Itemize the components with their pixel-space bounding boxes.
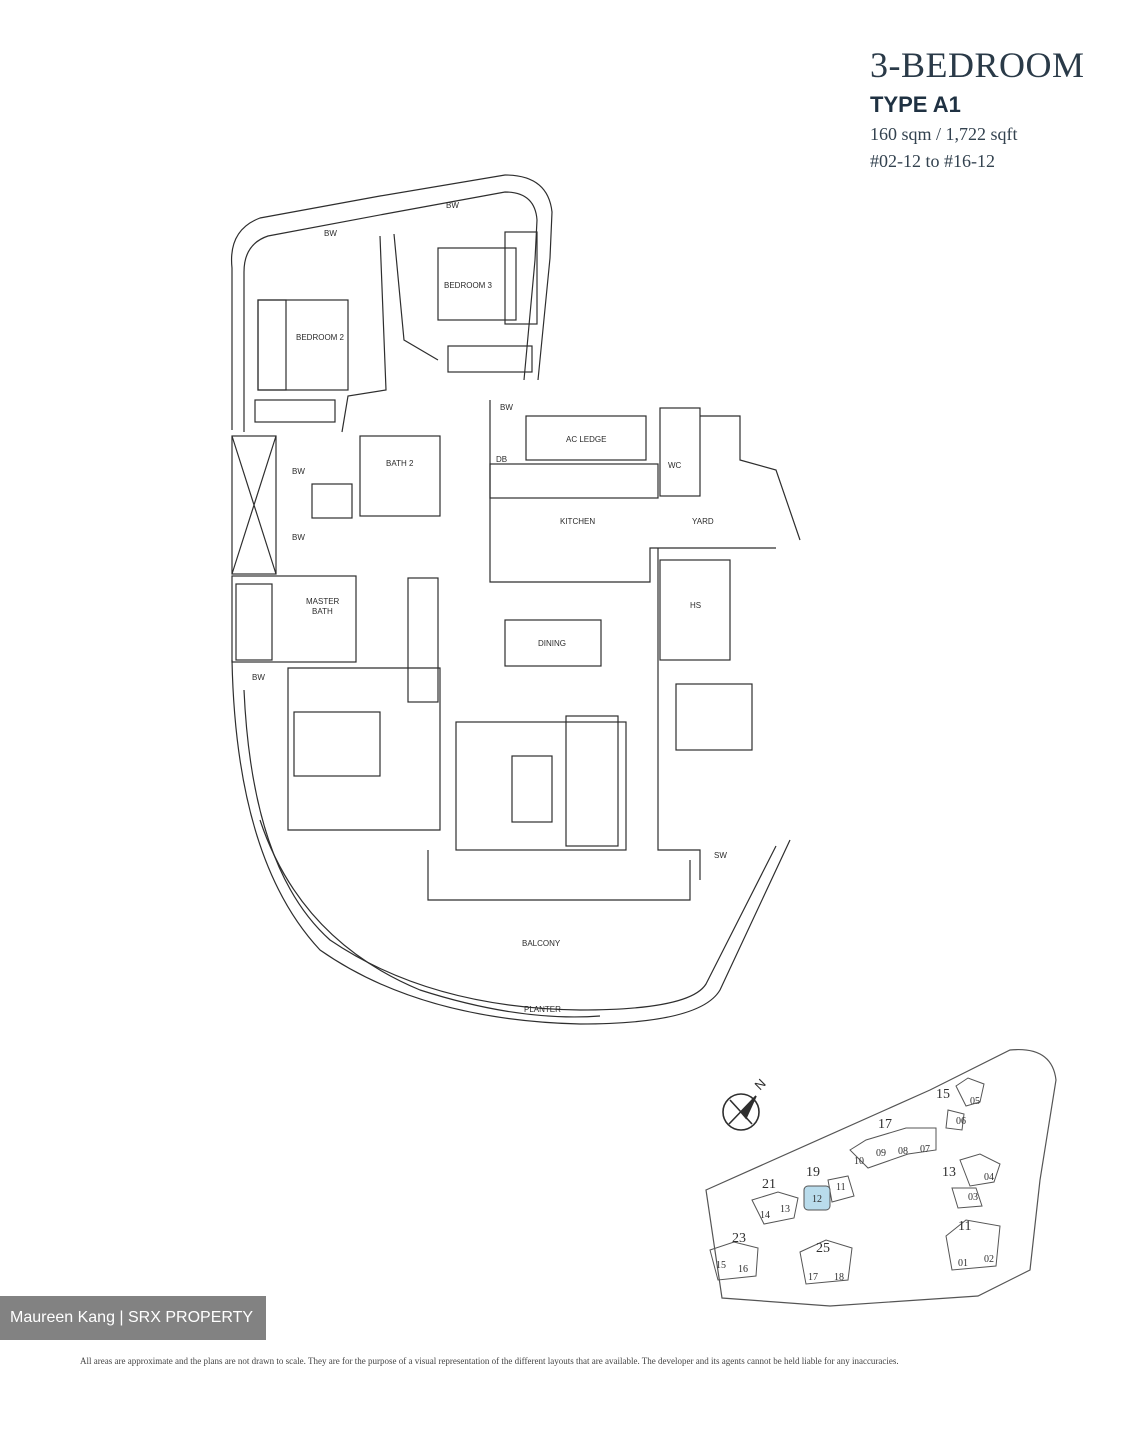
unit-03-label: 03: [968, 1192, 978, 1203]
block-23-label: 23: [732, 1231, 746, 1246]
unit-02-label: 02: [984, 1254, 994, 1265]
block-11-label: 11: [958, 1219, 971, 1234]
disclaimer-text: All areas are approximate and the plans …: [80, 1356, 899, 1366]
unit-category-title: 3-BEDROOM: [870, 45, 1085, 85]
unit-15-label: 15: [716, 1260, 726, 1271]
planter-label: PLANTER: [524, 1005, 561, 1014]
unit-11-label: 11: [836, 1182, 846, 1193]
watermark-banner: Maureen Kang | SRX PROPERTY: [0, 1296, 266, 1340]
bay-window-label-2: BW: [446, 201, 459, 210]
unit-08-label: 08: [898, 1146, 908, 1157]
master-bath-label-line2: BATH: [312, 607, 333, 616]
yard-label: YARD: [692, 517, 714, 526]
block-13-label: 13: [942, 1165, 956, 1180]
site-plan-labels: 15 17 13 19 21 23 25 11 05 06 07 08 09 1…: [716, 1087, 994, 1283]
unit-17-label: 17: [808, 1272, 818, 1283]
block-17-label: 17: [878, 1117, 892, 1132]
kitchen-label: KITCHEN: [560, 517, 595, 526]
master-bath-label-line1: MASTER: [306, 597, 340, 606]
bath-2-label: BATH 2: [386, 459, 414, 468]
bay-window-label-5: BW: [252, 673, 265, 682]
unit-13-label: 13: [780, 1204, 790, 1215]
unit-16-label: 16: [738, 1264, 748, 1275]
block-15-label: 15: [936, 1087, 950, 1102]
room-labels: BEDROOM 2 BEDROOM 3 BATH 2 MASTER BATH K…: [252, 201, 727, 1014]
unit-01-label: 01: [958, 1258, 968, 1269]
north-arrow-icon: [722, 1093, 760, 1131]
wc-label: WC: [668, 461, 682, 470]
unit-10-label: 10: [854, 1156, 864, 1167]
dining-label: DINING: [538, 639, 566, 648]
floor-plan-walls: [230, 174, 801, 1025]
unit-06-label: 06: [956, 1116, 966, 1127]
block-19-label: 19: [806, 1165, 820, 1180]
bay-window-label-6: BW: [500, 403, 513, 412]
balcony-label: BALCONY: [522, 939, 561, 948]
north-label: N: [752, 1076, 769, 1093]
block-25-label: 25: [816, 1241, 830, 1256]
hs-label: HS: [690, 601, 701, 610]
unit-04-label: 04: [984, 1172, 994, 1183]
highlighted-unit-12: [803, 1185, 831, 1211]
unit-type-label: TYPE A1: [870, 92, 961, 117]
bedroom-2-label: BEDROOM 2: [296, 333, 345, 342]
unit-area-label: 160 sqm / 1,722 sqft: [870, 124, 1018, 144]
unit-09-label: 09: [876, 1148, 886, 1159]
bay-window-label-3: BW: [292, 467, 305, 476]
plan-header: 3-BEDROOM TYPE A1 160 sqm / 1,722 sqft #…: [870, 44, 1110, 172]
bay-window-label-4: BW: [292, 533, 305, 542]
ac-ledge-label: AC LEDGE: [566, 435, 606, 444]
unit-14-label: 14: [760, 1210, 770, 1221]
unit-18-label: 18: [834, 1272, 844, 1283]
db-label: DB: [496, 455, 507, 464]
site-blocks: [709, 1077, 1001, 1285]
unit-05-label: 05: [970, 1096, 980, 1107]
unit-12-label: 12: [812, 1194, 822, 1205]
bedroom-3-label: BEDROOM 3: [444, 281, 493, 290]
sw-label: SW: [714, 851, 727, 860]
block-21-label: 21: [762, 1177, 776, 1192]
bay-window-label-1: BW: [324, 229, 337, 238]
site-plan: [705, 1048, 1057, 1307]
unit-stack-label: #02-12 to #16-12: [870, 151, 995, 171]
site-boundary: [705, 1048, 1057, 1307]
unit-07-label: 07: [920, 1144, 930, 1155]
